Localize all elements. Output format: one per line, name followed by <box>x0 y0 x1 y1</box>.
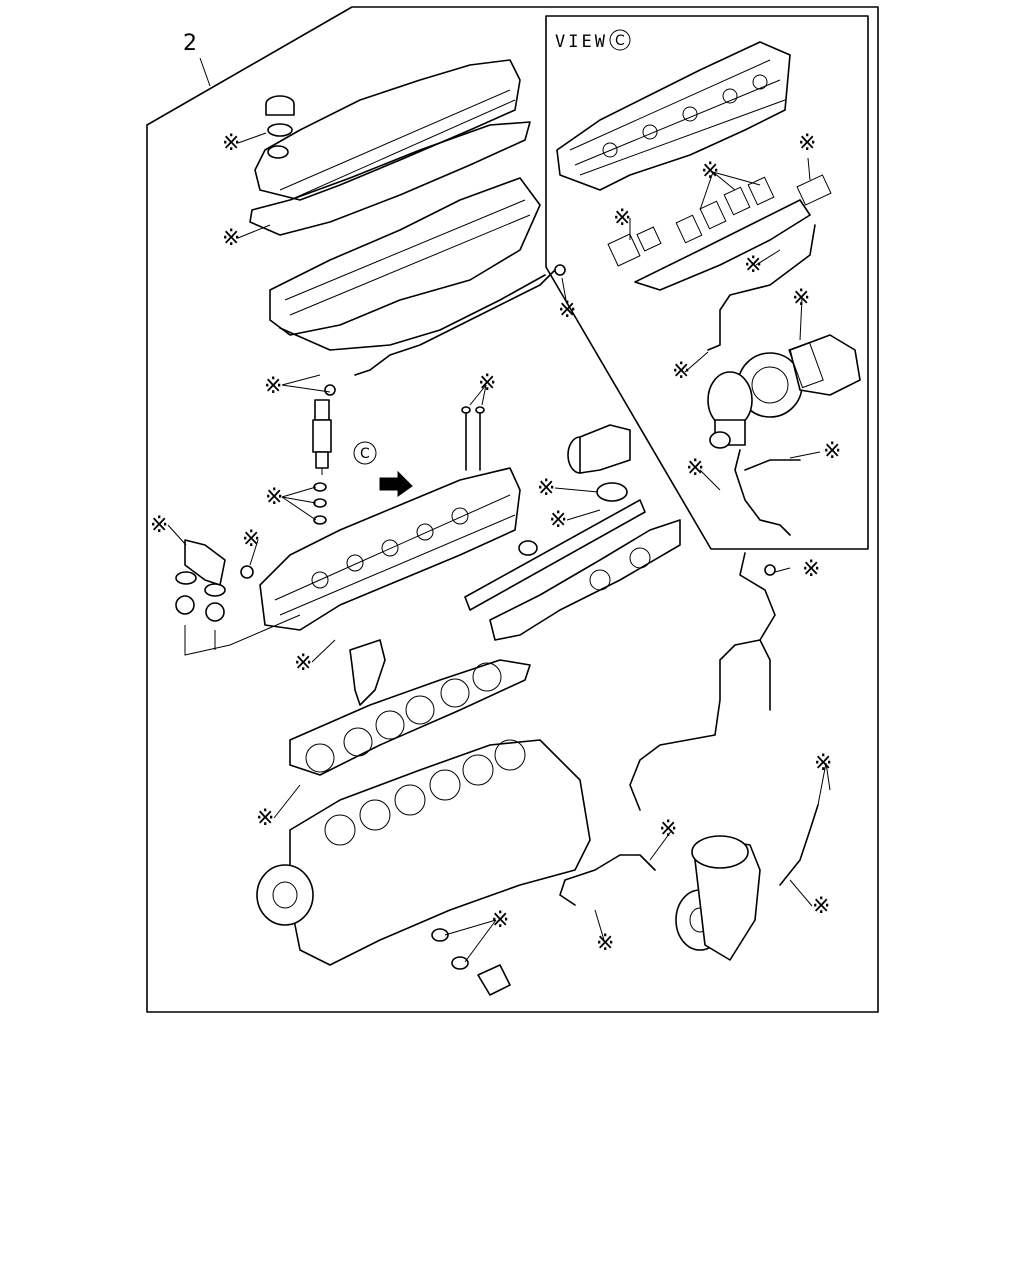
callout-leader <box>199 57 211 87</box>
egr-gasket <box>596 482 628 502</box>
intake-manifold-gasket <box>464 499 646 611</box>
leak-off-pipe <box>354 269 556 376</box>
view-c-turbocharger <box>707 334 861 449</box>
view-marker-letter: C <box>360 446 370 462</box>
view-title: VIEW <box>555 32 608 52</box>
svg-text:※: ※ <box>222 226 240 251</box>
view-c-drain-line <box>734 449 791 536</box>
svg-text:※: ※ <box>150 513 168 538</box>
kit-markers: ※ ※ ※ ※ ※ ※ ※ ※ ※ ※ ※ ※ ※ ※ ※ ※ ※ ※ ※ ※ … <box>150 131 841 956</box>
svg-text:※: ※ <box>823 439 841 464</box>
head-studs <box>461 406 485 471</box>
fuel-injector <box>312 399 332 525</box>
svg-text:※: ※ <box>744 253 762 278</box>
view-letter: C <box>615 33 625 49</box>
svg-text:※: ※ <box>242 527 260 552</box>
svg-text:※: ※ <box>812 894 830 919</box>
svg-text:※: ※ <box>549 508 567 533</box>
svg-text:※: ※ <box>537 476 555 501</box>
svg-text:※: ※ <box>256 806 274 831</box>
svg-text:※: ※ <box>294 651 312 676</box>
air-compressor <box>675 835 761 961</box>
svg-text:※: ※ <box>596 931 614 956</box>
rocker-cover-gasket <box>249 121 531 236</box>
svg-text:※: ※ <box>558 298 576 323</box>
thermostat-housing <box>175 539 254 622</box>
view-c-frame <box>545 15 869 550</box>
compressor-line-left <box>559 854 656 906</box>
svg-text:※: ※ <box>792 286 810 311</box>
svg-text:※: ※ <box>491 908 509 933</box>
view-marker-arrow <box>379 470 413 497</box>
svg-text:※: ※ <box>802 557 820 582</box>
cylinder-head-gasket <box>289 659 531 776</box>
oil-feed-line <box>629 552 776 811</box>
svg-text:※: ※ <box>814 751 832 776</box>
cylinder-head <box>259 467 521 631</box>
rocker-cover <box>254 59 521 201</box>
compressor-line-right <box>779 804 819 886</box>
water-outlet <box>349 639 386 706</box>
svg-text:※: ※ <box>613 206 631 231</box>
crank-sensor <box>431 928 511 996</box>
view-c-oil-line <box>707 224 816 351</box>
oil-filler-cap <box>265 95 295 137</box>
svg-text:※: ※ <box>264 374 282 399</box>
view-marker-circle <box>353 441 377 465</box>
cam-carrier-cover <box>269 177 541 336</box>
svg-text:※: ※ <box>265 485 283 510</box>
callout-number: 2 <box>183 31 197 56</box>
intake-manifold <box>489 519 681 641</box>
thermostat-leader <box>184 614 301 656</box>
svg-text:※: ※ <box>672 359 690 384</box>
svg-text:※: ※ <box>222 131 240 156</box>
svg-text:※: ※ <box>659 817 677 842</box>
svg-text:※: ※ <box>798 131 816 156</box>
view-letter-circle <box>609 29 631 51</box>
svg-text:※: ※ <box>701 159 719 184</box>
bypass-plug <box>518 540 538 556</box>
kit-frame <box>146 6 879 1013</box>
cam-carrier-gasket <box>279 274 546 351</box>
egr-valve <box>567 424 631 474</box>
view-c-cylinder-head <box>556 41 791 191</box>
cylinder-block <box>256 739 591 966</box>
view-c-exhaust-manifold <box>607 174 832 291</box>
leader-lines <box>167 132 831 963</box>
svg-text:※: ※ <box>686 456 704 481</box>
